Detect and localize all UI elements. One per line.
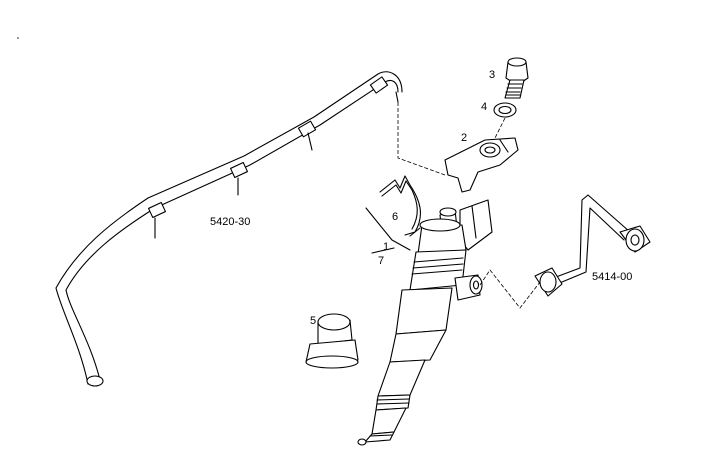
return-hose-label: 5420-30 [210,216,250,228]
fuel-pipe [534,194,651,297]
bolt-axis-line [494,117,506,139]
fraction-bar [371,247,395,254]
seal-sleeve [305,313,359,369]
clamp [444,137,519,193]
injector [357,199,493,446]
pipe-leader-line [479,269,541,309]
fuel-pipe-label: 5414-00 [592,271,632,283]
spring-clip-label: 6 [392,211,398,223]
clamp-label: 2 [461,132,467,144]
return-hose [55,71,403,387]
hose-leader-line [397,102,446,176]
injector-label-bottom: 7 [378,255,384,267]
spring-clip [379,175,421,237]
bolt-label: 3 [489,69,495,81]
seal-sleeve-label: 5 [310,315,316,327]
washer-label: 4 [481,101,487,113]
injector-label-top: 1 [383,241,389,253]
speck [17,37,19,39]
washer [493,102,517,118]
injector-leader-line [365,207,411,251]
bolt [504,57,529,99]
